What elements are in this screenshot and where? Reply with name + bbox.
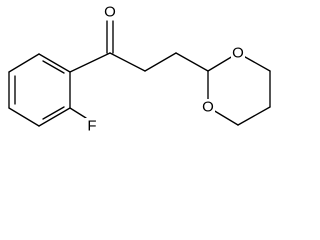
ring-oxygen-bottom-label: O: [202, 99, 214, 116]
benzene-ring: [8, 53, 71, 127]
benzene-inner-bond-top: [42, 60, 65, 74]
benzene-bond-2: [8, 107, 40, 127]
benzene-bond-5: [38, 53, 71, 73]
c-f-bond: [69, 107, 87, 119]
dioxane-bond-4: [237, 106, 271, 126]
benzene-inner-bond-bottom: [42, 106, 65, 120]
chain-bond-1: [109, 52, 146, 72]
aryl-carbonyl-bond: [69, 52, 111, 73]
benzene-bond-6: [8, 53, 40, 73]
carbonyl-oxygen-label: O: [104, 4, 116, 21]
chain-bond-2: [144, 52, 177, 72]
chemical-structure: O F O O: [8, 4, 271, 135]
propanone-chain: [69, 20, 209, 73]
dioxane-ring: [207, 52, 271, 126]
chain-bond-3: [175, 52, 209, 72]
fluorine-label: F: [87, 118, 96, 135]
benzene-bond-3: [38, 107, 71, 127]
ring-oxygen-top-label: O: [232, 45, 244, 62]
